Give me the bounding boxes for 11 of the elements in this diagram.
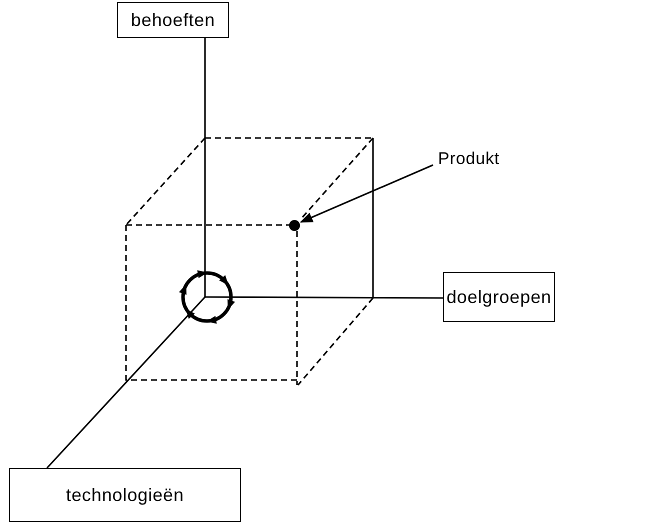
product-label: Produkt <box>438 149 500 168</box>
axis-line <box>204 38 206 297</box>
axis-label-box <box>9 468 241 522</box>
axis-label: behoeften <box>130 8 216 32</box>
axis-line <box>205 296 443 299</box>
axis-label: technologieën <box>66 484 184 507</box>
axis-label-box <box>443 272 555 322</box>
axis-label: doelgroepen <box>446 286 552 309</box>
axis-line <box>46 296 206 469</box>
axis-label-box <box>117 2 229 38</box>
leader-arrow <box>300 164 434 223</box>
